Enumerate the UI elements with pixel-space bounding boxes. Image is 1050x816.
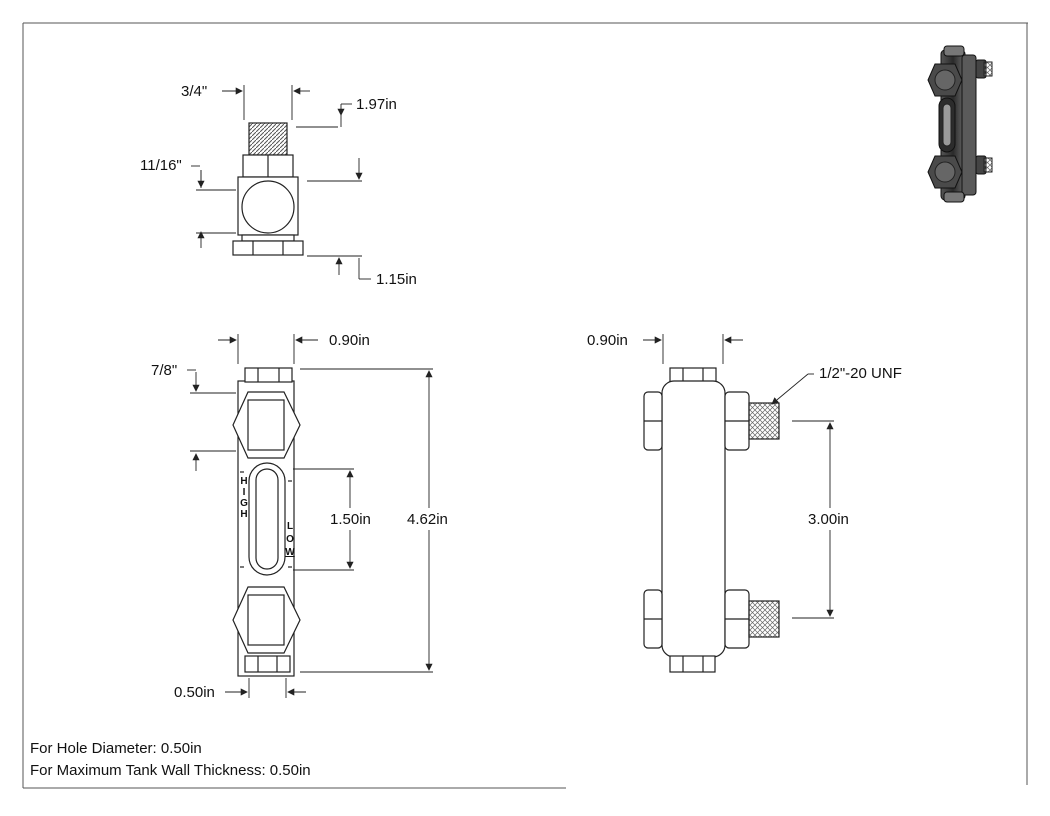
wall-thickness-note: For Maximum Tank Wall Thickness: 0.50in xyxy=(30,762,311,779)
top-thread-size-label: 3/4" xyxy=(181,83,208,100)
hole-diameter-note: For Hole Diameter: 0.50in xyxy=(30,740,202,757)
high-letter: H xyxy=(240,476,248,487)
side-thread-label: 1/2"-20 UNF xyxy=(819,365,902,382)
low-letter: O xyxy=(286,534,294,545)
high-letter: G xyxy=(240,498,248,509)
high-letter: I xyxy=(242,487,246,498)
side-body xyxy=(661,380,726,658)
low-marking: L O W xyxy=(284,520,296,559)
side-bottom-cap xyxy=(669,655,716,673)
side-view xyxy=(643,367,780,673)
front-width-label: 0.90in xyxy=(329,332,370,349)
front-top-hex-bolt xyxy=(232,391,301,459)
front-length-label: 4.62in xyxy=(407,511,448,528)
top-bottom-label: 1.15in xyxy=(376,271,417,288)
side-width-label: 0.90in xyxy=(587,332,628,349)
low-letter: W xyxy=(285,547,295,558)
front-bottom-label: 0.50in xyxy=(174,684,215,701)
low-letter: L xyxy=(286,521,294,532)
sheet-border xyxy=(22,22,1028,789)
side-top-cap xyxy=(669,367,717,383)
front-bottom-hex-bolt xyxy=(232,586,301,654)
top-hex-label: 11/16" xyxy=(140,157,182,174)
high-marking: H I G H xyxy=(238,476,250,520)
sight-window xyxy=(248,462,286,576)
top-sight-circle xyxy=(241,180,295,234)
top-thread xyxy=(248,122,288,156)
front-top-cap xyxy=(244,367,293,383)
high-letter: H xyxy=(240,509,248,520)
top-height-label: 1.97in xyxy=(356,96,397,113)
side-view-dimensions xyxy=(643,334,834,619)
front-bottom-cap xyxy=(244,655,291,673)
side-bottom-thread xyxy=(748,600,780,638)
front-window-label: 1.50in xyxy=(330,511,371,528)
top-bottom-nut xyxy=(232,240,304,256)
side-top-thread xyxy=(748,402,780,440)
top-view xyxy=(232,122,304,256)
front-view xyxy=(232,367,301,677)
front-view-dimensions xyxy=(187,334,433,698)
top-view-dimensions xyxy=(191,85,371,280)
side-spacing-label: 3.00in xyxy=(808,511,849,528)
front-hex-label: 7/8" xyxy=(151,362,178,379)
product-3d-render xyxy=(927,45,993,203)
